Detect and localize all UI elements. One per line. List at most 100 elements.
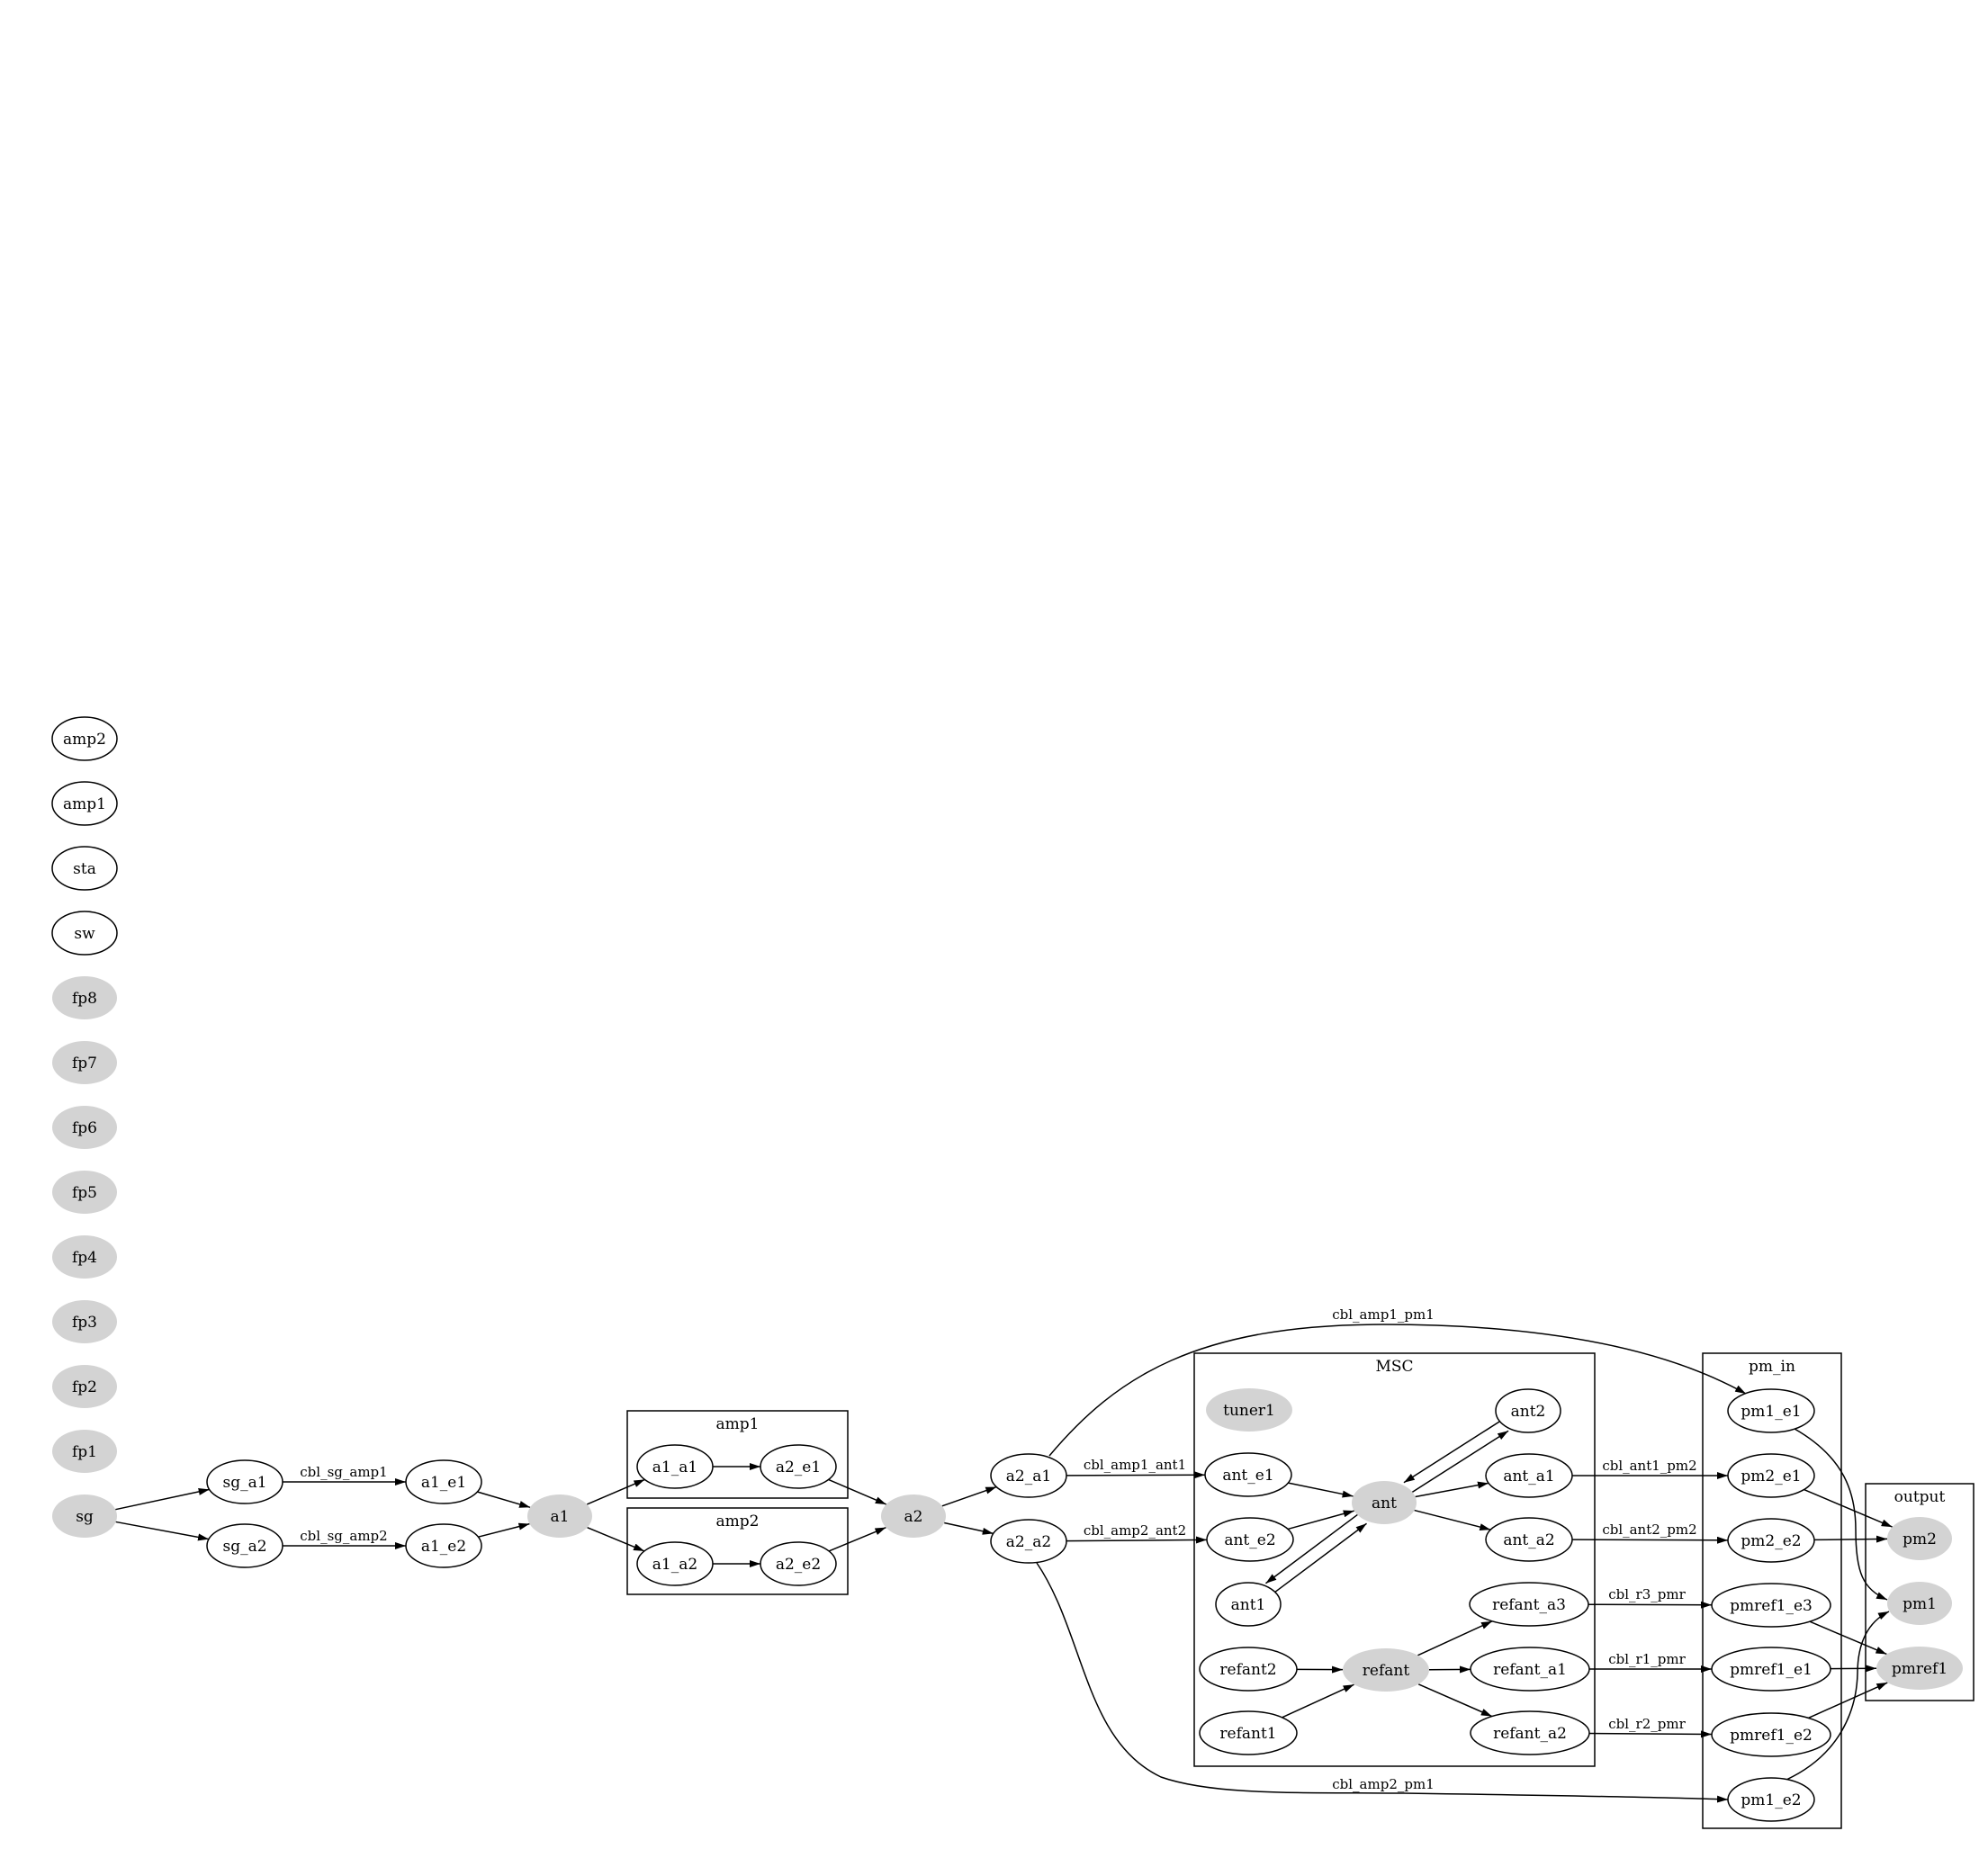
node-fp7-label: fp7	[72, 1055, 97, 1073]
node-sta: sta	[52, 847, 117, 890]
node-a1_e2: a1_e2	[406, 1524, 481, 1567]
node-a2_a2-label: a2_a2	[1006, 1533, 1051, 1551]
node-amp2_n: amp2	[52, 717, 117, 760]
node-ant: ant	[1352, 1481, 1417, 1524]
node-refant_a2: refant_a2	[1471, 1711, 1589, 1755]
edge-a2_a1-ant_e1: cbl_amp1_ant1	[1066, 1457, 1205, 1476]
node-fp5-label: fp5	[72, 1184, 97, 1202]
node-ant-label: ant	[1372, 1494, 1397, 1512]
node-pmref1_e2: pmref1_e2	[1712, 1713, 1831, 1756]
node-pm1-label: pm1	[1903, 1595, 1937, 1613]
node-ant_e1: ant_e1	[1205, 1453, 1291, 1496]
edge-refant_a2-pmref1_e2-label: cbl_r2_pmr	[1608, 1716, 1686, 1732]
edge-ant_a2-pm2_e2-line	[1572, 1539, 1728, 1540]
cluster-output-label: output	[1894, 1488, 1946, 1506]
cluster-amp2-label: amp2	[716, 1512, 760, 1530]
node-ant1-label: ant1	[1231, 1596, 1266, 1614]
node-a2: a2	[881, 1494, 946, 1538]
edge-refant_a3-pmref1_e3-line	[1588, 1604, 1712, 1605]
node-sg_a2: sg_a2	[207, 1524, 283, 1567]
edge-a2_a2-ant_e2-label: cbl_amp2_ant2	[1084, 1522, 1186, 1539]
node-refant1-label: refant1	[1219, 1725, 1276, 1743]
node-sw: sw	[52, 911, 117, 955]
node-fp2: fp2	[52, 1365, 117, 1408]
node-a2_e2-label: a2_e2	[776, 1556, 821, 1574]
node-refant_a1: refant_a1	[1471, 1647, 1589, 1691]
node-tuner1-label: tuner1	[1223, 1402, 1275, 1420]
node-pm1_e2-label: pm1_e2	[1741, 1791, 1801, 1809]
node-ant_e1-label: ant_e1	[1222, 1467, 1273, 1485]
edge-a2_a2-ant_e2: cbl_amp2_ant2	[1066, 1522, 1207, 1541]
node-ant_a1: ant_a1	[1486, 1454, 1572, 1497]
node-sg: sg	[52, 1494, 117, 1538]
node-fp1-label: fp1	[72, 1443, 97, 1461]
node-sw-label: sw	[74, 925, 95, 943]
cluster-MSC-label: MSC	[1375, 1358, 1413, 1376]
edge-sg_a1-a1_e1-label: cbl_sg_amp1	[300, 1464, 387, 1480]
node-amp2_n-label: amp2	[63, 731, 106, 749]
node-sg_a1-label: sg_a1	[222, 1474, 266, 1492]
node-pm2_e2: pm2_e2	[1728, 1519, 1814, 1562]
node-fp7: fp7	[52, 1041, 117, 1084]
node-a1_a1: a1_a1	[637, 1445, 713, 1488]
node-pm2: pm2	[1887, 1517, 1952, 1560]
node-a2_a2: a2_a2	[991, 1520, 1066, 1563]
node-fp6-label: fp6	[72, 1119, 97, 1137]
cluster-amp1-label: amp1	[716, 1415, 760, 1433]
node-ant_a1-label: ant_a1	[1503, 1468, 1554, 1485]
node-pm1_e1: pm1_e1	[1728, 1389, 1814, 1432]
node-a1_a2: a1_a2	[637, 1542, 713, 1585]
node-amp1_n: amp1	[52, 782, 117, 825]
node-pmref1_e2-label: pmref1_e2	[1730, 1727, 1813, 1745]
node-a1_a2-label: a1_a2	[652, 1556, 697, 1574]
node-refant_a1-label: refant_a1	[1493, 1661, 1567, 1679]
node-a2_a1-label: a2_a1	[1006, 1468, 1051, 1485]
node-a2-label: a2	[904, 1508, 923, 1526]
node-fp1: fp1	[52, 1430, 117, 1473]
node-ant2-label: ant2	[1511, 1403, 1546, 1421]
node-pmref1_e1-label: pmref1_e1	[1730, 1661, 1813, 1679]
node-pmref1: pmref1	[1876, 1647, 1963, 1690]
node-pm1_e2: pm1_e2	[1728, 1778, 1814, 1821]
node-pm1: pm1	[1887, 1582, 1952, 1625]
node-ant2: ant2	[1496, 1389, 1561, 1432]
node-fp8-label: fp8	[72, 990, 97, 1008]
node-refant-label: refant	[1363, 1662, 1410, 1680]
node-fp4: fp4	[52, 1235, 117, 1279]
edge-a2_a2-pm1_e2-label: cbl_amp2_pm1	[1332, 1776, 1434, 1792]
node-refant2: refant2	[1200, 1647, 1297, 1691]
node-pmref1_e3: pmref1_e3	[1712, 1584, 1831, 1627]
node-refant1: refant1	[1200, 1711, 1297, 1755]
node-sg_a1: sg_a1	[207, 1460, 283, 1503]
edge-sg_a1-a1_e1: cbl_sg_amp1	[283, 1464, 406, 1482]
edge-sg_a2-a1_e2: cbl_sg_amp2	[283, 1528, 406, 1546]
node-ant_e2-label: ant_e2	[1224, 1531, 1275, 1549]
node-sta-label: sta	[73, 860, 96, 878]
node-pm1_e1-label: pm1_e1	[1741, 1403, 1801, 1421]
edge-refant_a2-pmref1_e2-line	[1589, 1733, 1712, 1734]
node-refant_a3: refant_a3	[1470, 1583, 1588, 1626]
node-fp5: fp5	[52, 1171, 117, 1214]
node-a2_e2: a2_e2	[760, 1542, 836, 1585]
edge-ant_a2-pm2_e2-label: cbl_ant2_pm2	[1602, 1521, 1696, 1538]
edge-sg_a2-a1_e2-label: cbl_sg_amp2	[300, 1528, 387, 1544]
node-pm2_e2-label: pm2_e2	[1741, 1532, 1801, 1550]
node-fp3: fp3	[52, 1300, 117, 1343]
node-pm2_e1-label: pm2_e1	[1741, 1468, 1801, 1485]
node-ant1: ant1	[1216, 1583, 1281, 1626]
node-refant2-label: refant2	[1219, 1661, 1276, 1679]
edge-a2_a1-pm1_e1-label: cbl_amp1_pm1	[1332, 1306, 1434, 1323]
node-amp1_n-label: amp1	[63, 795, 106, 813]
node-fp6: fp6	[52, 1106, 117, 1149]
node-a1_e2-label: a1_e2	[421, 1538, 466, 1556]
node-pmref1_e3-label: pmref1_e3	[1730, 1597, 1813, 1615]
edge-refant_a3-pmref1_e3-label: cbl_r3_pmr	[1608, 1586, 1686, 1602]
node-fp3-label: fp3	[72, 1314, 97, 1332]
node-a1_e1: a1_e1	[406, 1460, 481, 1503]
node-sg_a2-label: sg_a2	[222, 1538, 266, 1556]
node-a2_e1-label: a2_e1	[776, 1459, 821, 1477]
node-ant_a2-label: ant_a2	[1503, 1531, 1554, 1549]
